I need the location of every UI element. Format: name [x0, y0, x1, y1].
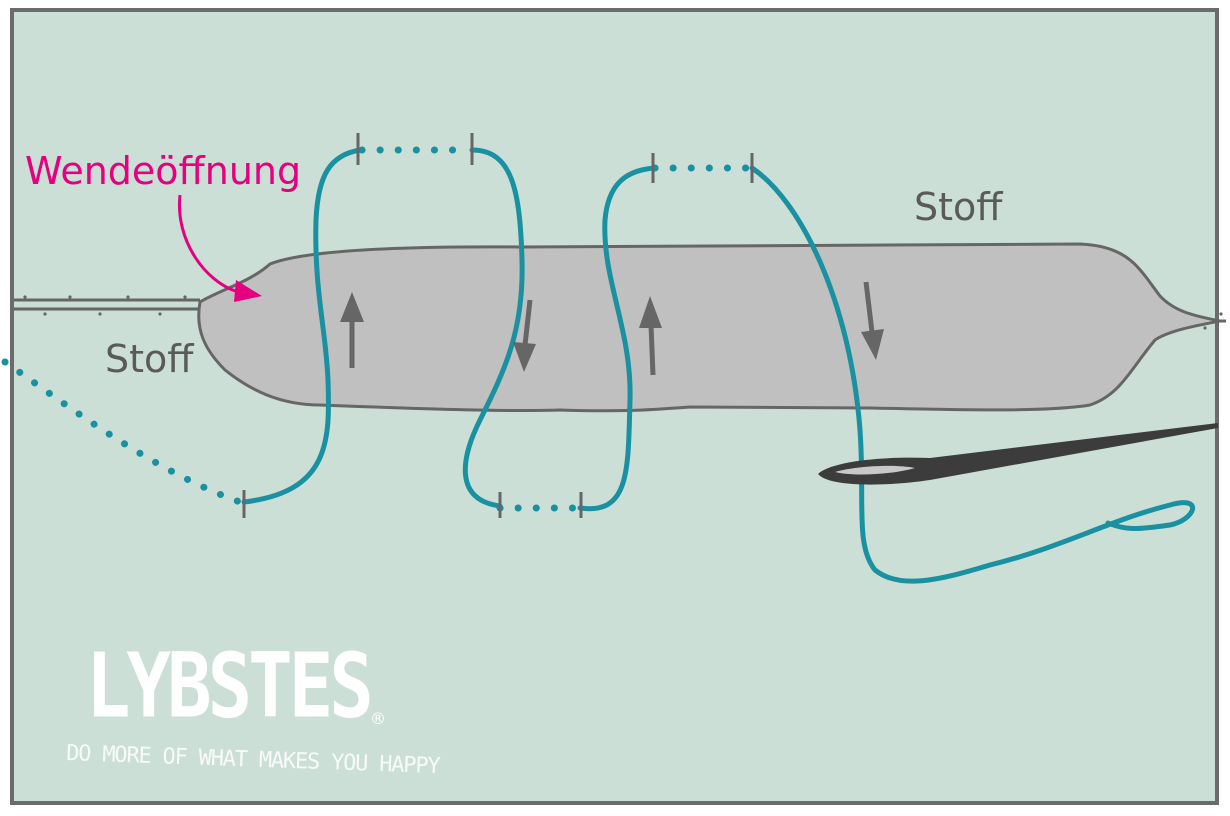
logo-name: LYBSTES [86, 635, 370, 738]
arrow-down-icon [513, 299, 536, 372]
opening-pointer-arrow-icon [177, 194, 262, 302]
fabric-label-top: Stoff [914, 185, 1003, 229]
stitch-tick-marks [242, 133, 754, 518]
brand-logo: LYBSTES ® DO MORE OF WHAT MAKES YOU HAPP… [66, 635, 441, 779]
direction-arrows [340, 281, 884, 376]
seam-left-stitch-marks [23, 295, 187, 316]
arrow-up-icon [639, 296, 662, 376]
fabric-label-left: Stoff [105, 337, 194, 381]
arrow-up-icon [340, 292, 364, 368]
needle-icon [818, 423, 1218, 485]
turning-opening-shape [197, 242, 1221, 413]
logo-registered-mark: ® [370, 709, 386, 728]
thread-dotted [1, 146, 756, 512]
thread-solid [241, 147, 1195, 584]
seam-left [14, 298, 200, 311]
opening-label: Wendeöffnung [25, 149, 301, 193]
arrow-down-icon [861, 281, 884, 360]
